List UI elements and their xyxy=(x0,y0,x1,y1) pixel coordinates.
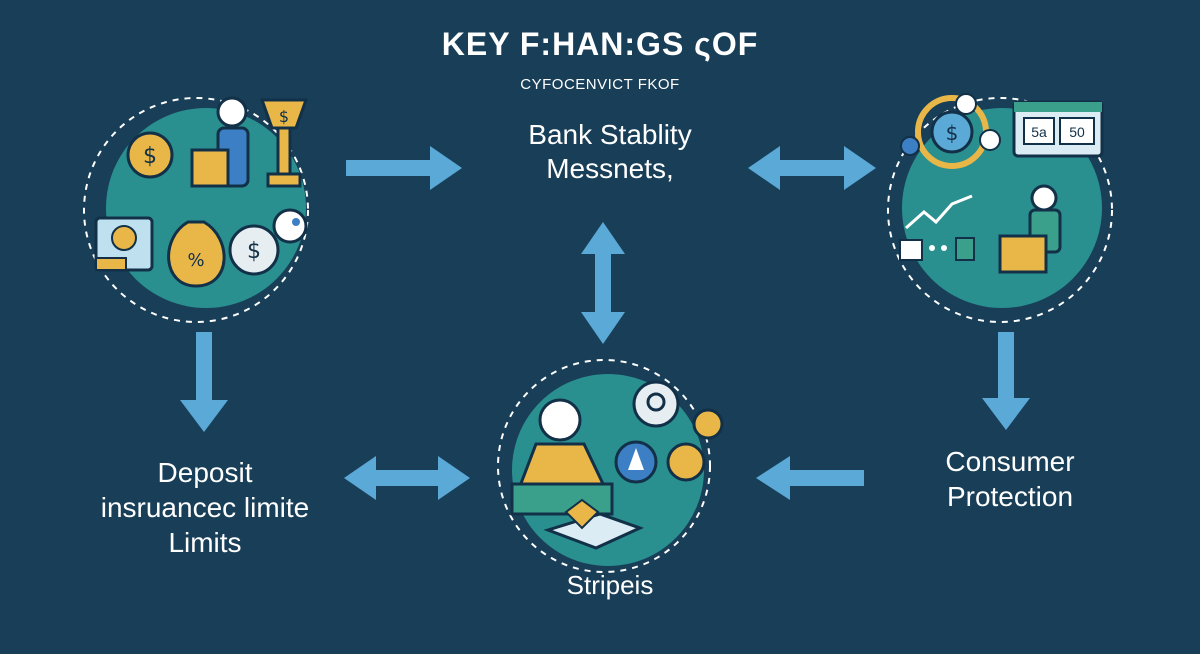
node-label-deposit-insurance: Deposit insruanceс limite Limits xyxy=(55,455,355,560)
arrow-double-vertical-center xyxy=(581,222,625,344)
compass-icon xyxy=(614,408,724,484)
dashed-ring xyxy=(497,359,711,573)
arrows xyxy=(180,146,1030,500)
money-bag-icon: % xyxy=(167,220,226,288)
person-icon xyxy=(510,398,614,516)
trophy-icon: $ xyxy=(259,98,309,188)
page-subtitle: CYFOCENVICT FKOF xyxy=(520,76,680,93)
monitor-right-value: 50 xyxy=(1069,124,1085,140)
node-label-line: Deposit xyxy=(157,457,253,488)
node-illustration-top-right: $ 5a 50 xyxy=(887,93,1113,323)
arrow-double-top-right xyxy=(748,146,876,190)
svg-text:$: $ xyxy=(279,107,289,126)
node-label-line: Consumer xyxy=(945,446,1075,477)
svg-text:$: $ xyxy=(143,144,157,169)
handshake-icon xyxy=(543,498,645,550)
arrow-down-right xyxy=(982,332,1030,430)
coin-cycle-icon: $ xyxy=(900,93,1001,169)
dashed-ring xyxy=(887,97,1113,323)
arrow-right-top xyxy=(346,146,462,190)
location-pin-icon xyxy=(632,380,680,428)
chart-trend-icon xyxy=(899,194,975,261)
dashed-ring xyxy=(83,97,309,323)
arrow-left-bottom-right xyxy=(756,456,864,500)
node-label-line: Stripeis xyxy=(566,570,654,600)
coin-icon: $ xyxy=(126,131,174,179)
presenter-icon xyxy=(190,96,250,188)
svg-text:$: $ xyxy=(946,121,959,145)
node-label-line: Bank Stablity xyxy=(528,119,692,150)
chat-bubble-icon xyxy=(272,208,308,244)
node-label-line: Limits xyxy=(168,527,242,558)
page-title: KEY F:HAN:GS ςOF xyxy=(441,26,759,62)
svg-text:$: $ xyxy=(247,239,261,264)
node-label-bank-stability: Bank Stablity Messnets, xyxy=(460,118,760,185)
monitor-icon: 5a 50 xyxy=(1012,100,1104,158)
person-desk-icon xyxy=(998,184,1062,274)
node-circle xyxy=(902,108,1102,308)
arrow-double-bottom-left xyxy=(344,456,470,500)
arrow-down-left xyxy=(180,332,228,432)
coin-icon: $ xyxy=(228,224,280,276)
node-label-line: Protection xyxy=(946,481,1074,512)
svg-text:%: % xyxy=(187,250,204,271)
node-illustration-top-left: $ $ % $ xyxy=(83,96,309,323)
node-label-consumer-protection: Consumer Protection xyxy=(890,444,1130,514)
document-icon xyxy=(94,216,154,272)
node-label-line: insruanceс limite xyxy=(100,492,310,523)
monitor-left-value: 5a xyxy=(1031,124,1047,140)
node-label-line: Messnets, xyxy=(546,152,674,184)
node-label-stripeis: Stripeis xyxy=(520,570,700,601)
node-illustration-bottom-center xyxy=(497,359,724,573)
